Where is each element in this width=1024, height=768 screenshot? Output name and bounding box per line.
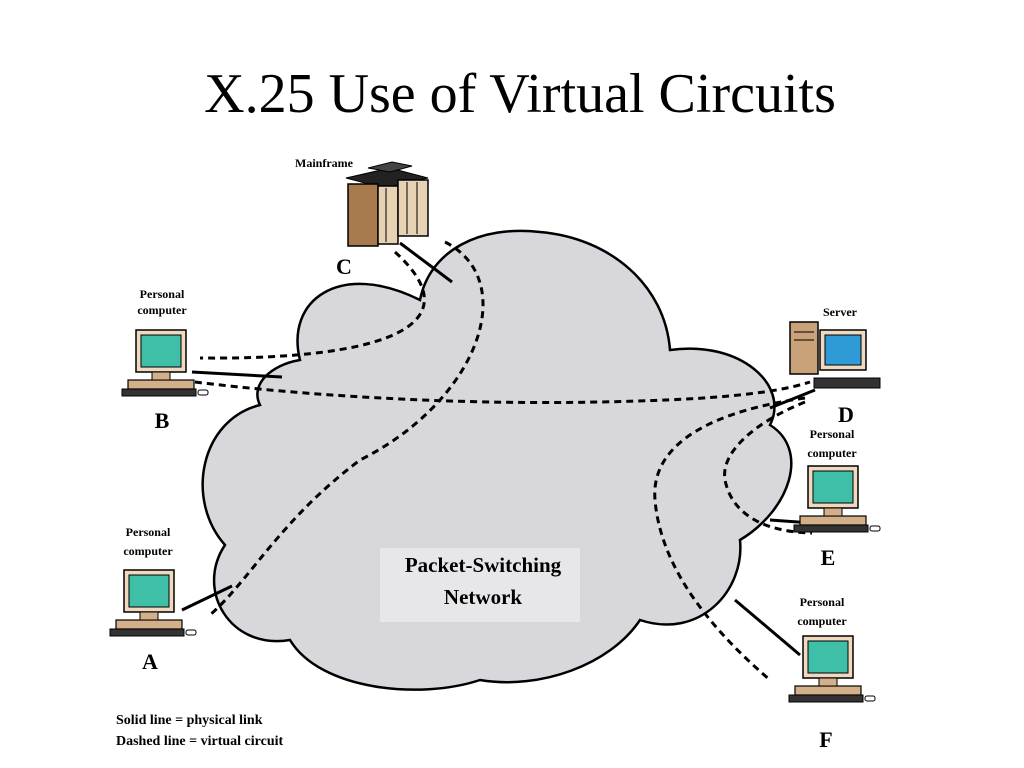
- mainframe-label: Mainframe: [295, 156, 354, 170]
- slide-title: X.25 Use of Virtual Circuits: [204, 63, 836, 125]
- legend-dashed: Dashed line = virtual circuit: [116, 734, 283, 749]
- pc-e-label-2: computer: [807, 446, 857, 460]
- pc-e-icon: [793, 465, 881, 533]
- virtual-circuits: [194, 240, 813, 682]
- pc-b-label-2: computer: [137, 303, 187, 317]
- link-c: [399, 241, 453, 284]
- link-f: [734, 598, 801, 657]
- vc-d-f: [653, 396, 806, 682]
- pc-b-label-1: Personal: [140, 287, 185, 301]
- pc-f-label-1: Personal: [800, 595, 845, 609]
- pc-e-label-1: Personal: [810, 427, 855, 441]
- pc-a-label-1: Personal: [126, 525, 171, 539]
- link-b: [191, 370, 283, 379]
- vc-c-b: [199, 250, 426, 360]
- mainframe-icon: [345, 161, 429, 247]
- node-letter-b: B: [155, 408, 170, 433]
- node-letter-c: C: [336, 254, 352, 279]
- server-icon: [789, 321, 881, 389]
- network-label-line1: Packet-Switching: [405, 553, 562, 577]
- vc-b-d: [194, 380, 811, 405]
- node-letter-f: F: [819, 727, 832, 752]
- legend-solid: Solid line = physical link: [116, 713, 263, 728]
- pc-f-icon: [788, 635, 876, 703]
- network-label-line2: Network: [444, 585, 522, 609]
- vc-d-e: [723, 400, 813, 535]
- link-a: [181, 584, 233, 612]
- pc-b-icon: [121, 329, 209, 397]
- pc-a-icon: [109, 569, 197, 637]
- network-cloud: [201, 229, 793, 691]
- server-label: Server: [823, 305, 858, 319]
- vc-c-a: [209, 240, 485, 617]
- node-letter-d: D: [838, 402, 854, 427]
- network-label-box: [380, 548, 580, 622]
- pc-a-label-2: computer: [123, 544, 173, 558]
- node-letter-a: A: [142, 649, 158, 674]
- node-letter-e: E: [821, 545, 836, 570]
- pc-f-label-2: computer: [797, 614, 847, 628]
